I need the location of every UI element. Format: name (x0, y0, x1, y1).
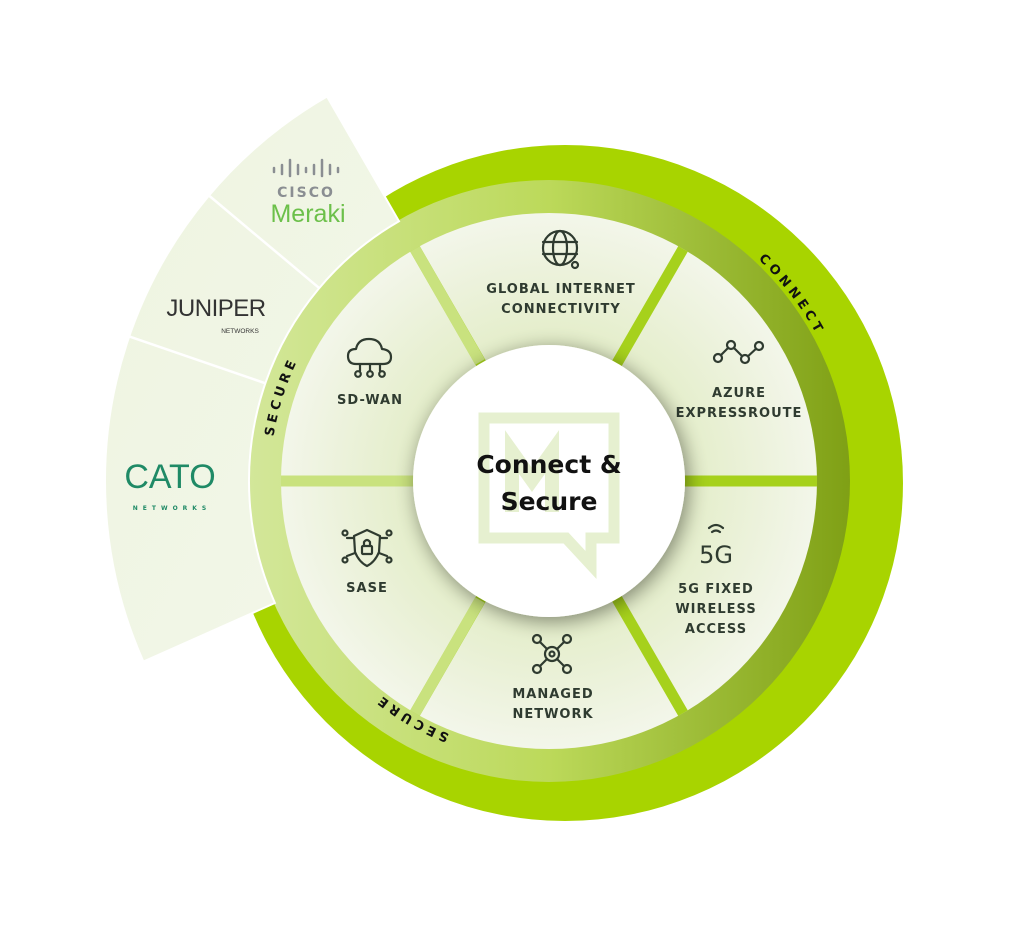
cato-networks-text: NETWORKS (133, 505, 212, 512)
segment-label-line3: ACCESS (685, 622, 747, 637)
cisco-text: CISCO (277, 185, 335, 201)
segment-label-line1: GLOBAL INTERNET (486, 282, 635, 297)
5g-wifi-icon: 5G (699, 523, 733, 569)
cato-text: CATO (124, 458, 215, 496)
segment-azure-expressroute[interactable]: AZURE EXPRESSROUTE (676, 339, 803, 421)
segment-label-line2: CONNECTIVITY (501, 302, 621, 317)
segment-label-line1: MANAGED (512, 687, 593, 702)
segment-label-line2: WIRELESS (675, 602, 756, 617)
center-hub: Connect & Secure (413, 345, 685, 617)
juniper-text: JUNIPER (166, 295, 265, 322)
segment-label-line2: EXPRESSROUTE (676, 406, 803, 421)
shield-lock-icon (341, 528, 393, 568)
segment-label-line1: 5G FIXED (678, 582, 754, 597)
cisco-meraki-logo[interactable]: CISCO Meraki (270, 158, 346, 228)
m-speech-bubble-watermark (478, 412, 620, 580)
globe-icon (541, 229, 580, 270)
center-title-line1: Connect & (476, 450, 621, 479)
route-icon (712, 339, 765, 365)
segment-label-line1: SD-WAN (337, 393, 403, 408)
segment-global-internet[interactable]: GLOBAL INTERNET CONNECTIVITY (486, 229, 635, 317)
segment-sd-wan[interactable]: SD-WAN (337, 337, 403, 408)
segment-sase[interactable]: SASE (341, 528, 393, 596)
partner-fan (104, 95, 401, 663)
segment-label-line1: AZURE (712, 386, 766, 401)
juniper-networks-text: NETWORKS (221, 328, 259, 335)
cloud-network-icon (346, 337, 393, 378)
segment-dividers-secure (281, 246, 485, 716)
cisco-bars-icon (272, 158, 340, 178)
network-hub-icon (531, 633, 573, 675)
segment-5g-fixed-wireless[interactable]: 5G 5G FIXED WIRELESS ACCESS (675, 523, 756, 637)
juniper-logo[interactable]: JUNIPER NETWORKS (166, 295, 266, 335)
svg-text:5G: 5G (699, 541, 733, 569)
segment-label-line2: NETWORK (512, 707, 593, 722)
segment-managed-network[interactable]: MANAGED NETWORK (512, 633, 593, 722)
meraki-text: Meraki (270, 200, 345, 228)
cato-networks-logo[interactable]: CATO NETWORKS (124, 458, 215, 512)
center-title-line2: Secure (501, 487, 598, 516)
segment-label-line1: SASE (346, 581, 388, 596)
